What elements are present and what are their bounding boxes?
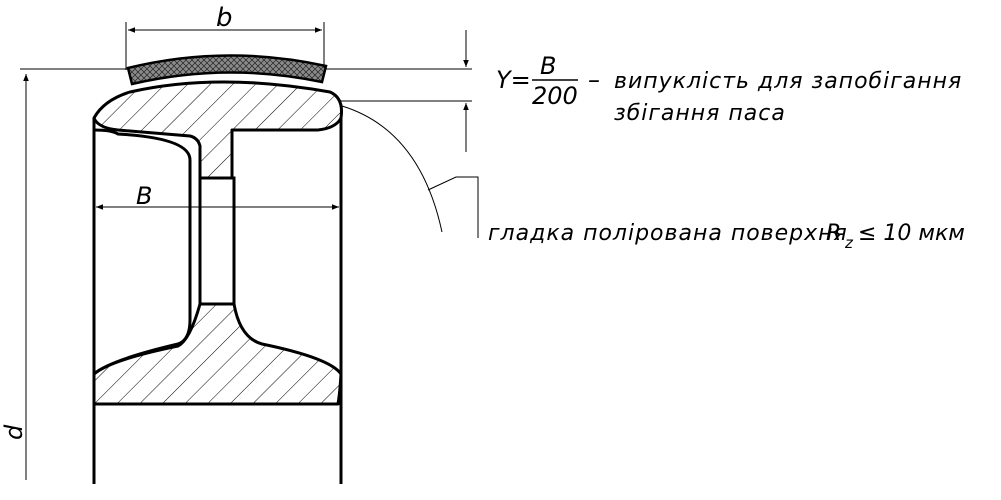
formula-lhs: Y= bbox=[496, 66, 531, 94]
rim-bottom-section bbox=[92, 302, 343, 406]
rz-value: ≤ 10 мкм bbox=[858, 221, 965, 246]
label-B: B bbox=[136, 182, 152, 210]
dimension-d bbox=[20, 68, 128, 480]
rz-subscript: z bbox=[844, 234, 854, 252]
hub bbox=[198, 176, 236, 306]
dimension-Y bbox=[326, 30, 472, 152]
web-left-edge bbox=[93, 128, 192, 376]
formula-dash: – bbox=[588, 66, 600, 94]
formula-denominator: 200 bbox=[532, 82, 578, 110]
formula-numerator: B bbox=[540, 52, 556, 80]
crown-note-line1: випуклість для запобігання bbox=[614, 69, 962, 94]
rim-top-section bbox=[92, 80, 343, 180]
surface-leader bbox=[341, 105, 479, 238]
crown-formula: Y= B 200 – випуклість для запобігання зб… bbox=[496, 52, 962, 126]
surface-text: гладка полірована поверхня bbox=[488, 221, 848, 246]
dimension-b bbox=[125, 22, 325, 70]
belt bbox=[126, 54, 328, 86]
surface-note: гладка полірована поверхня R z ≤ 10 мкм bbox=[488, 221, 965, 252]
rz-symbol: R bbox=[826, 221, 841, 246]
crown-note-line2: збігання паса bbox=[614, 101, 786, 126]
label-b: b bbox=[216, 3, 233, 33]
label-d: d bbox=[0, 424, 28, 440]
